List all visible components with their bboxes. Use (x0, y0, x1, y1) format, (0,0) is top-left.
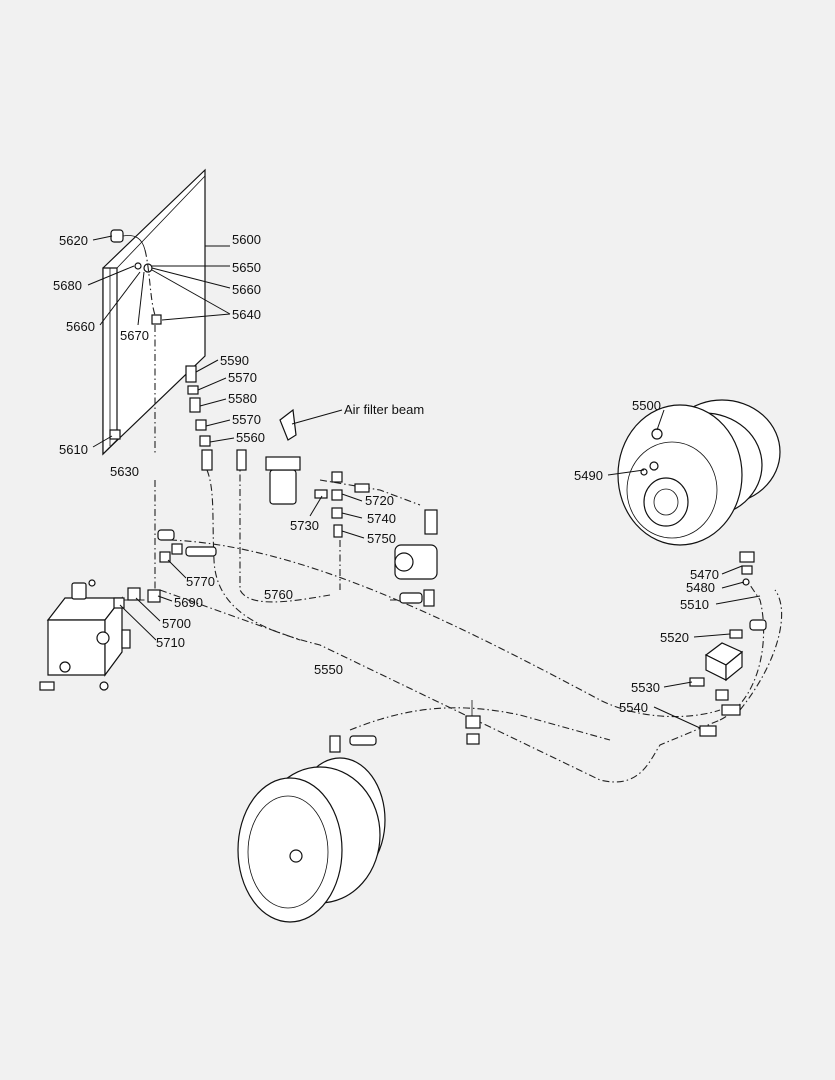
callout-5630: 5630 (110, 464, 139, 479)
callout-5680: 5680 (53, 278, 82, 293)
hose-routes (120, 249, 783, 783)
tank (39, 582, 131, 691)
callout-5750: 5750 (367, 531, 396, 546)
callout-5770: 5770 (186, 574, 215, 589)
callout-5480: 5480 (686, 580, 715, 595)
callout-5660-right: 5660 (232, 282, 261, 297)
clamp-mid (465, 700, 481, 745)
callout-5600: 5600 (232, 232, 261, 247)
callout-5730: 5730 (290, 518, 319, 533)
tank-fittings (88, 529, 217, 609)
callout-5740: 5740 (367, 511, 396, 526)
callout-5570-top: 5570 (228, 370, 257, 385)
callout-air-filter-beam: Air filter beam (344, 402, 424, 417)
fitting-5620 (110, 229, 124, 243)
drive-motor-upper (617, 399, 781, 546)
callout-5660-left: 5660 (66, 319, 95, 334)
callout-5720: 5720 (365, 493, 394, 508)
callout-5710: 5710 (156, 635, 185, 650)
callout-5520: 5520 (660, 630, 689, 645)
callout-5650: 5650 (232, 260, 261, 275)
cooler-panel (102, 168, 213, 471)
callout-5530: 5530 (631, 680, 660, 695)
callout-5640: 5640 (232, 307, 261, 322)
filter-assembly (236, 408, 370, 538)
callout-5500: 5500 (632, 398, 661, 413)
callout-5510: 5510 (680, 597, 709, 612)
callout-5590: 5590 (220, 353, 249, 368)
fitting-5610 (109, 429, 121, 440)
callout-5560: 5560 (236, 430, 265, 445)
callout-5610: 5610 (59, 442, 88, 457)
pump (394, 509, 438, 607)
callout-5550: 5550 (314, 662, 343, 677)
callout-5620: 5620 (59, 233, 88, 248)
callout-5670: 5670 (120, 328, 149, 343)
callout-5570-bottom: 5570 (232, 412, 261, 427)
leader-lines (87, 235, 761, 729)
callout-5490: 5490 (574, 468, 603, 483)
callout-5700: 5700 (162, 616, 191, 631)
callout-5470: 5470 (690, 567, 719, 582)
manifold-block (689, 619, 767, 737)
callout-5760: 5760 (264, 587, 293, 602)
callout-5540: 5540 (619, 700, 648, 715)
callout-5690: 5690 (174, 595, 203, 610)
drive-motor-lower (237, 735, 386, 923)
air-filter-beam-bracket (279, 408, 297, 441)
clamp-5470 (739, 551, 755, 586)
callout-5580: 5580 (228, 391, 257, 406)
callout-labels: 5620 5600 5650 5680 5660 5660 5640 5670 … (53, 232, 719, 715)
